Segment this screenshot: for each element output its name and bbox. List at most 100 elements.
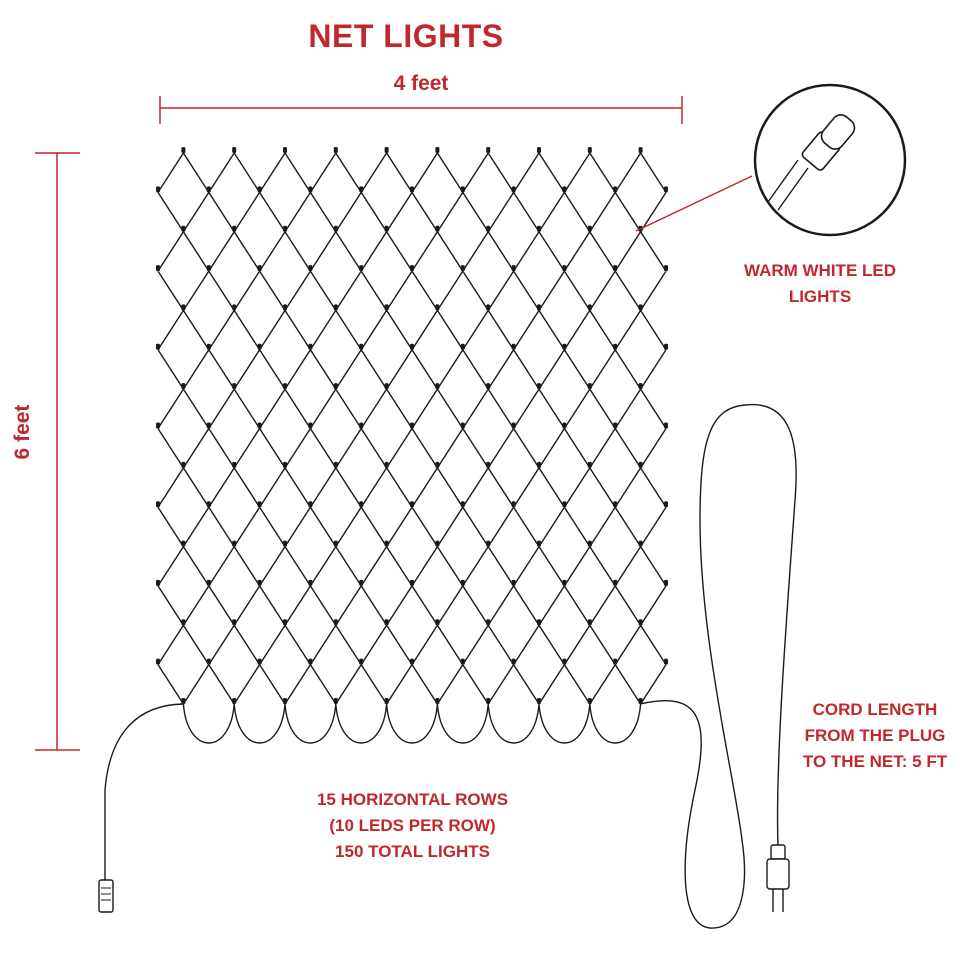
cord-callout-line-1: CORD LENGTH: [812, 700, 938, 719]
led-bulb: [308, 422, 313, 429]
height-dimension-line: [35, 152, 80, 751]
led-bulb: [613, 265, 618, 272]
led-bulb: [664, 658, 668, 665]
led-bulb: [156, 265, 160, 272]
led-bulb: [460, 422, 465, 429]
led-bulb: [664, 422, 668, 429]
led-bulb-magnifier-icon: [753, 83, 907, 237]
led-bulb: [435, 147, 440, 153]
led-bulb: [486, 540, 491, 547]
led-bulb: [359, 501, 364, 508]
led-bulb: [308, 501, 313, 508]
led-bulb: [333, 304, 338, 311]
led-bulb: [435, 698, 440, 704]
led-bulb: [384, 540, 389, 547]
led-bulb: [562, 501, 567, 508]
led-bulb: [156, 501, 160, 508]
led-bulb: [206, 265, 211, 272]
led-bulb: [460, 501, 465, 508]
rows-callout-line-2: (10 LEDS PER ROW): [329, 816, 496, 835]
led-bulb: [562, 422, 567, 429]
led-bulb: [359, 343, 364, 350]
led-bulb: [638, 698, 643, 704]
led-bulb: [460, 186, 465, 193]
led-bulb: [638, 147, 643, 153]
led-bulb: [562, 579, 567, 586]
led-bulb: [511, 186, 516, 193]
led-bulb: [460, 343, 465, 350]
led-bulb: [257, 658, 262, 665]
led-bulb: [181, 540, 186, 547]
led-bulb: [206, 186, 211, 193]
led-bulb: [308, 658, 313, 665]
led-bulb: [333, 461, 338, 468]
led-bulb: [410, 579, 414, 586]
led-bulb: [613, 579, 618, 586]
led-bulb: [283, 304, 287, 311]
led-bulb: [308, 579, 313, 586]
led-bulb: [333, 698, 338, 704]
diagram-title: NET LIGHTS: [308, 18, 504, 54]
led-bulb: [587, 619, 592, 626]
led-bulb: [257, 579, 262, 586]
led-bulb: [257, 343, 262, 350]
led-bulb: [613, 501, 618, 508]
led-bulb: [359, 658, 364, 665]
led-bulb: [283, 698, 287, 704]
led-bulb: [257, 501, 262, 508]
led-bulb: [511, 422, 516, 429]
led-bulb: [181, 619, 186, 626]
led-bulb: [486, 698, 491, 704]
led-bulb: [664, 186, 668, 193]
led-bulb: [511, 343, 516, 350]
led-bulb: [664, 265, 668, 272]
led-bulb: [486, 383, 491, 390]
led-bulb: [460, 265, 465, 272]
led-bulb: [156, 658, 160, 665]
led-bulb: [511, 265, 516, 272]
led-bulb: [638, 619, 643, 626]
led-bulb: [384, 461, 389, 468]
led-bulb: [410, 658, 414, 665]
plug-icon: [766, 844, 790, 912]
led-bulb: [232, 225, 237, 232]
led-bulb: [359, 265, 364, 272]
led-bulb: [511, 501, 516, 508]
width-dimension-label: 4 feet: [393, 72, 449, 95]
led-bulb: [664, 579, 668, 586]
net-mesh: [157, 152, 667, 705]
led-bulb: [181, 698, 186, 704]
led-bulb: [181, 147, 186, 153]
led-bulb: [587, 225, 592, 232]
led-bulb: [384, 225, 389, 232]
led-bulb: [587, 147, 592, 153]
led-callout-line-1: WARM WHITE LED: [743, 261, 897, 280]
led-bulb: [232, 619, 237, 626]
rows-callout-line-1: 15 HORIZONTAL ROWS: [316, 790, 509, 809]
led-bulb: [435, 540, 440, 547]
led-bulb: [587, 383, 592, 390]
led-bulb: [384, 383, 389, 390]
led-bulb: [587, 540, 592, 547]
led-bulb: [460, 658, 465, 665]
led-bulb: [562, 658, 567, 665]
led-bulb: [181, 225, 186, 232]
led-bulb: [156, 186, 160, 193]
led-bulb: [537, 147, 541, 153]
led-bulb: [613, 186, 618, 193]
led-bulb: [206, 422, 211, 429]
end-connector-icon: [98, 879, 114, 913]
led-bulb: [537, 225, 541, 232]
led-bulb: [613, 422, 618, 429]
led-bulb: [283, 225, 287, 232]
led-bulb: [435, 225, 440, 232]
led-bulb: [283, 461, 287, 468]
led-bulb: [486, 225, 491, 232]
led-bulb: [283, 383, 287, 390]
led-bulb: [537, 619, 541, 626]
led-bulb: [257, 422, 262, 429]
led-bulb: [333, 540, 338, 547]
led-bulb: [410, 501, 414, 508]
led-bulb: [206, 579, 211, 586]
power-cord: [639, 403, 797, 929]
